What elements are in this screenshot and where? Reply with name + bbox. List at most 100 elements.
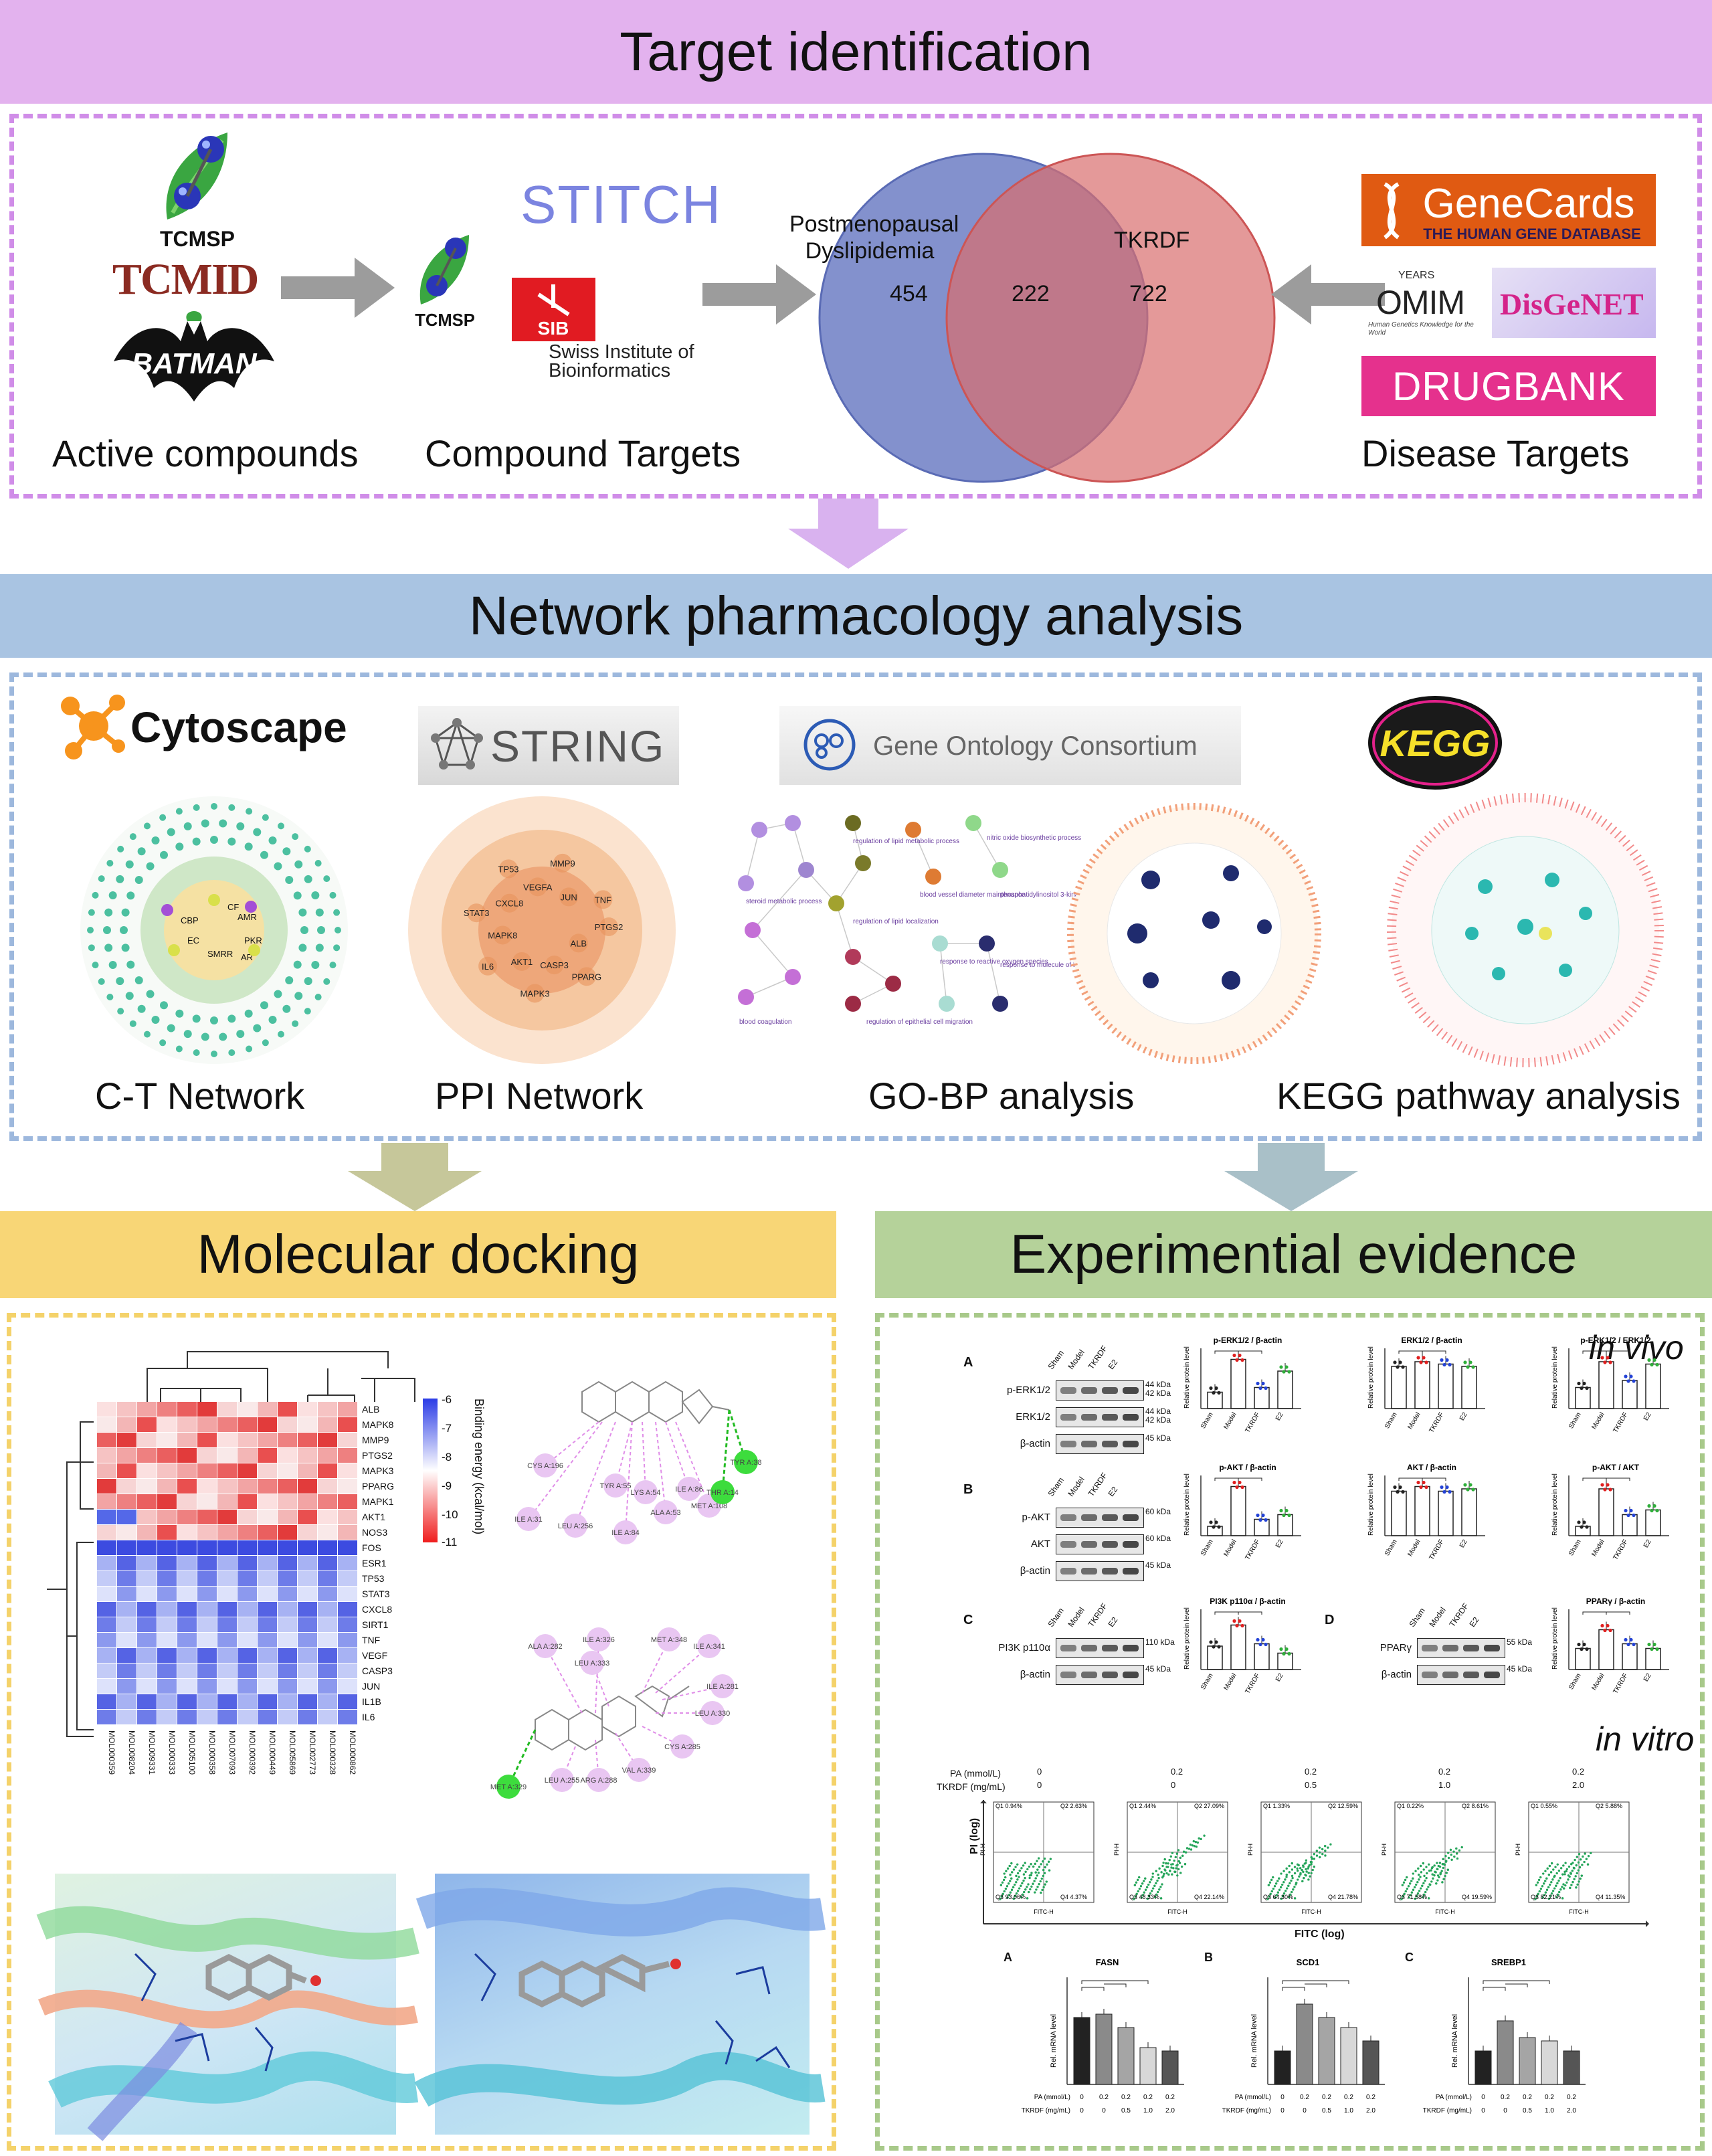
heatmap-col-label: MOL000449 — [268, 1730, 277, 1775]
flow-event — [1547, 1897, 1550, 1900]
ct-target-node — [108, 891, 117, 900]
ct-target-node — [315, 944, 324, 952]
flow-event — [1548, 1864, 1551, 1868]
flow-event — [1161, 1876, 1164, 1879]
data-point — [1285, 1365, 1289, 1369]
ppi-network-graphic: PTGS2ALBPPARGCASP3MAPK3AKT1IL6MAPK8STAT3… — [408, 796, 676, 1064]
flow-event — [1010, 1862, 1013, 1865]
ct-target-node — [293, 960, 302, 969]
flow-event — [1543, 1894, 1545, 1896]
flow-tkrdf-value: 2.0 — [1572, 1780, 1585, 1790]
flow-event — [1171, 1863, 1174, 1866]
blot-band — [1081, 1441, 1097, 1447]
flow-event — [1543, 1882, 1545, 1885]
flow-event — [1456, 1857, 1459, 1860]
blot-band — [1081, 1387, 1097, 1394]
flow-event — [1006, 1867, 1010, 1870]
flow-event — [1157, 1890, 1159, 1894]
qpcr-bar — [1497, 2020, 1514, 2085]
bar — [1230, 1624, 1246, 1670]
flow-event — [1455, 1847, 1458, 1850]
flow-quadrant-label: Q4 11.35% — [1596, 1894, 1625, 1900]
flow-event — [1414, 1886, 1416, 1888]
flow-event — [1150, 1878, 1153, 1881]
flow-event — [1564, 1862, 1567, 1864]
data-point — [1232, 1619, 1236, 1623]
data-point — [1647, 1504, 1651, 1508]
residue-node — [550, 1768, 574, 1792]
omim-tagline: Human Genetics Knowledge for the World — [1368, 321, 1474, 337]
heatmap-cell — [197, 1617, 217, 1632]
heatmap-cell — [197, 1463, 217, 1478]
heatmap-cell — [97, 1525, 116, 1540]
bar-chart-title: PI3K p110α / β-actin — [1210, 1597, 1285, 1606]
bar-category-label: TKRDF — [1612, 1538, 1629, 1561]
flow-event — [1162, 1862, 1165, 1864]
data-point — [1577, 1520, 1581, 1524]
heatmap-cell — [217, 1679, 237, 1694]
bar — [1622, 1643, 1638, 1670]
data-point — [1440, 1485, 1444, 1490]
residue-node — [697, 1634, 721, 1658]
blot-band — [1422, 1645, 1438, 1651]
flow-event — [1196, 1841, 1199, 1844]
flow-event — [1303, 1876, 1305, 1880]
flow-event — [1558, 1890, 1561, 1894]
blot-band — [1081, 1568, 1097, 1575]
flow-event — [1408, 1896, 1410, 1899]
heatmap-cell — [258, 1679, 277, 1694]
heatmap-cell — [318, 1648, 337, 1663]
bar-category-label: Sham — [1200, 1538, 1215, 1557]
ct-target-node — [253, 828, 262, 836]
ct-target-node — [253, 1024, 262, 1032]
heatmap-cell — [197, 1479, 217, 1494]
bar — [1277, 1514, 1293, 1536]
ct-target-node — [317, 926, 325, 934]
heatmap-cell — [137, 1571, 157, 1586]
heatmap-cell — [217, 1433, 237, 1447]
flow-event — [1557, 1893, 1559, 1896]
go-edge — [745, 976, 793, 998]
qpcr-tkrdf-value: 0 — [1303, 2107, 1307, 2115]
flow-event — [1562, 1864, 1565, 1867]
bar-chart-title: AKT / β-actin — [1407, 1463, 1456, 1472]
data-point — [1471, 1488, 1475, 1492]
flow-event — [1415, 1883, 1418, 1886]
ct-target-node — [227, 1014, 236, 1023]
go-edge — [913, 829, 934, 877]
flow-event — [1032, 1882, 1034, 1885]
flow-event — [1287, 1884, 1290, 1887]
string-logo: STRING — [418, 706, 679, 785]
flow-event — [1313, 1866, 1315, 1868]
heatmap-cell — [117, 1587, 136, 1601]
flow-event — [1568, 1875, 1571, 1878]
flow-event — [1410, 1891, 1413, 1894]
ct-target-node — [92, 891, 99, 899]
ct-node-label: AMR — [237, 912, 257, 922]
qpcr-bar — [1274, 2050, 1291, 2085]
go-term-node — [939, 996, 955, 1012]
flow-event — [1324, 1854, 1327, 1857]
data-point — [1608, 1488, 1612, 1492]
qpcr-pa-value: 0.2 — [1567, 2094, 1576, 2101]
blot-protein-label: PI3K p110α — [998, 1642, 1050, 1653]
flow-event — [1563, 1873, 1566, 1876]
heatmap-cell — [117, 1417, 136, 1432]
ct-target-node — [210, 836, 218, 844]
residue-node — [677, 1477, 701, 1501]
heatmap-cell — [157, 1694, 177, 1709]
kegg-logo: KEGG — [1368, 696, 1502, 790]
heatmap-cell — [338, 1694, 357, 1709]
go-term-node — [751, 822, 767, 838]
bar-chart-ylabel: Relative protein level — [1183, 1346, 1191, 1409]
ct-node-label: SMRR — [207, 949, 233, 959]
ppi-node — [467, 903, 486, 923]
heatmap-cell — [157, 1494, 177, 1509]
heatmap-cell — [278, 1525, 297, 1540]
flow-event — [1006, 1885, 1009, 1888]
go-term-label: blood vessel diameter maintenance — [920, 891, 1026, 899]
bar-category-label: Sham — [1567, 1538, 1583, 1557]
flow-event — [1026, 1897, 1029, 1900]
blot-band — [1123, 1541, 1139, 1548]
